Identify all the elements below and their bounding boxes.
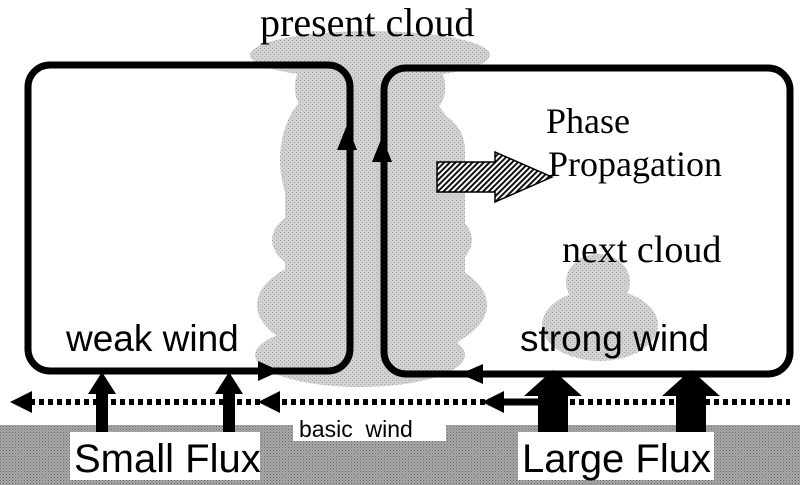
basic-wind-label-box: [293, 415, 446, 441]
present-cloud-shape: [250, 31, 490, 387]
next-cloud-shape: [542, 254, 658, 361]
left-cell-right-arrow-icon: [258, 361, 280, 381]
small-flux-label: Small Flux: [74, 437, 261, 481]
propagation-label: Propagation: [548, 144, 722, 184]
right-cell-left-arrow-icon: [460, 364, 483, 384]
strong-wind-label: strong wind: [520, 318, 709, 359]
right-circulation-cell: [380, 64, 794, 378]
large-flux-label: Large Flux: [522, 437, 711, 481]
large-flux-arrows: [524, 370, 720, 435]
basic-wind-label: basic wind: [299, 416, 413, 442]
weak-wind-label: weak wind: [65, 318, 239, 359]
next-cloud-label: next cloud: [562, 229, 721, 271]
right-cell-up-arrow-icon: [372, 137, 392, 162]
small-flux-arrows: [88, 372, 243, 432]
present-cloud-label: present cloud: [260, 0, 474, 45]
left-cell-up-arrow-icon: [337, 125, 357, 150]
phase-propagation-arrow-icon: [436, 150, 554, 204]
left-circulation-cell: [24, 61, 354, 375]
large-flux-label-box: [518, 432, 714, 480]
small-flux-label-box: [70, 432, 260, 480]
phase-label: Phase: [546, 101, 630, 141]
